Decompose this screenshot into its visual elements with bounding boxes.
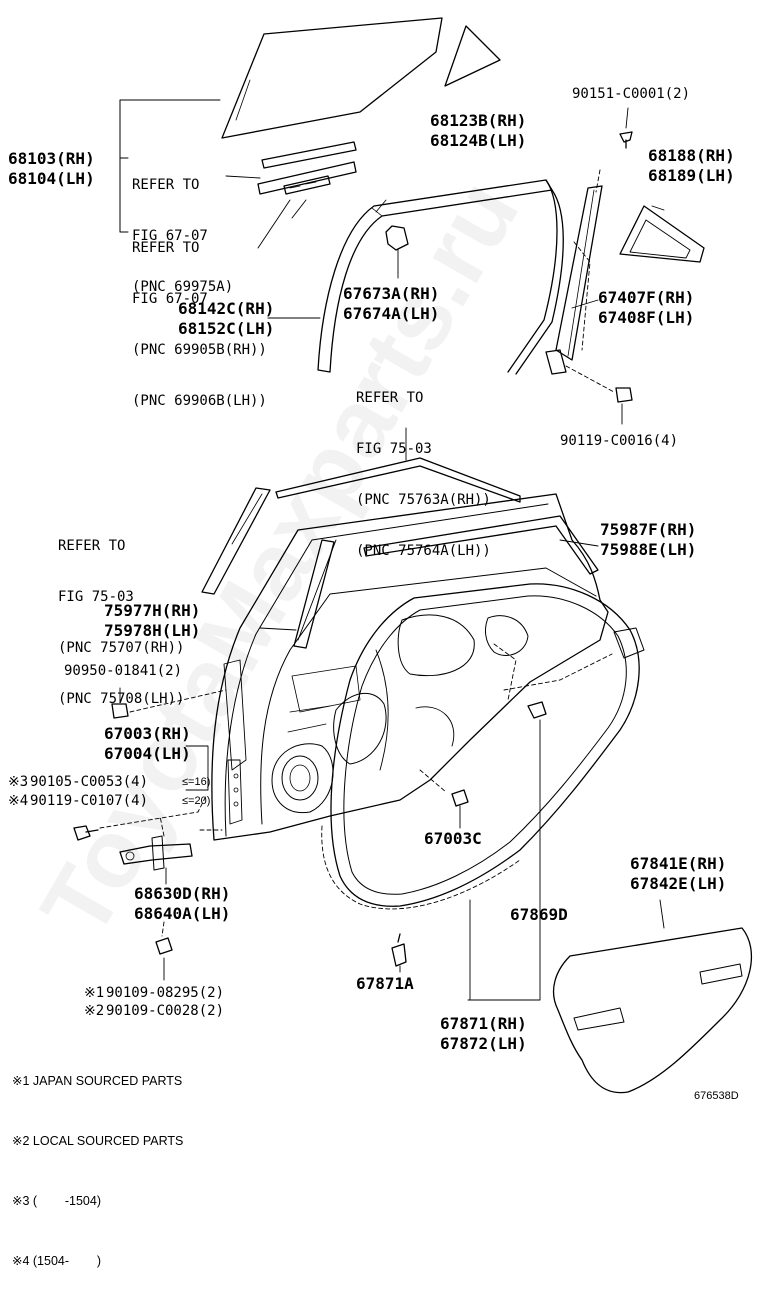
clip-67871a xyxy=(391,933,407,967)
refer-line: REFER TO xyxy=(58,538,126,554)
mark-3: ※3 xyxy=(8,774,29,790)
label-90109-c0028: 90109-C0028(2) xyxy=(106,1003,225,1019)
label-67003: 67003(RH) xyxy=(104,724,191,743)
door-parts-diagram xyxy=(73,17,753,1094)
label-67871a: 67871A xyxy=(356,974,414,993)
note-before-1504: ※3 ( -1504) xyxy=(12,1194,101,1208)
label-68640a: 68640A(LH) xyxy=(134,904,231,923)
nut-90950 xyxy=(111,703,129,719)
clip-67003c xyxy=(451,789,469,807)
label-67841e: 67841E(RH) xyxy=(630,854,727,873)
mark-1: ※1 xyxy=(84,985,105,1001)
refer-line: FIG 75-03 xyxy=(356,441,432,457)
refer-line: (PNC 75708(LH)) xyxy=(58,691,185,707)
label-67842e: 67842E(LH) xyxy=(630,874,727,893)
door-weatherstrip xyxy=(330,583,640,907)
bolt-90119-c0016 xyxy=(615,387,633,403)
refer-block-69975a: REFER TO FIG 67-07 (PNC 69975A) xyxy=(132,143,233,313)
label-67408f: 67408F(LH) xyxy=(598,308,695,327)
service-hole-cover xyxy=(553,927,753,1094)
label-75977h: 75977H(RH) xyxy=(104,601,201,620)
label-75988e: 75988E(LH) xyxy=(600,540,697,559)
door-check xyxy=(119,843,193,865)
door-panel xyxy=(211,493,609,841)
refer-line: REFER TO xyxy=(356,390,424,406)
refer-line: (PNC 75764A(LH)) xyxy=(356,543,491,559)
label-68124b: 68124B(LH) xyxy=(430,131,527,150)
label-67869d: 67869D xyxy=(510,905,568,924)
refer-line: FIG 75-03 xyxy=(58,589,134,605)
mark-4: ※4 xyxy=(8,793,29,809)
refer-line: FIG 67-07 xyxy=(132,291,208,307)
torque-16: ≤=16) xyxy=(182,776,211,788)
belt-weatherstrip xyxy=(283,175,331,195)
label-75987f: 75987F(RH) xyxy=(600,520,697,539)
belt-moulding-inner xyxy=(257,161,357,195)
refer-block-69905b: REFER TO FIG 67-07 (PNC 69905B(RH)) (PNC… xyxy=(132,206,267,427)
notes-list: ※1 JAPAN SOURCED PARTS ※2 LOCAL SOURCED … xyxy=(12,1031,183,1291)
label-67673a: 67673A(RH) xyxy=(343,284,440,303)
division-bar xyxy=(555,185,603,361)
refer-line: (PNC 69906B(LH)) xyxy=(132,393,267,409)
label-68189: 68189(LH) xyxy=(648,166,735,185)
refer-line: (PNC 75763A(RH)) xyxy=(356,492,491,508)
label-67871: 67871(RH) xyxy=(440,1014,527,1033)
label-68142c: 68142C(RH) xyxy=(178,299,275,318)
label-68104: 68104(LH) xyxy=(8,169,95,188)
door-glass xyxy=(221,17,443,139)
label-68123b: 68123B(RH) xyxy=(430,111,527,130)
quarter-window-seal xyxy=(619,205,705,263)
door-pillar xyxy=(293,539,335,649)
refer-line: REFER TO xyxy=(132,177,200,193)
label-90950: 90950-01841(2) xyxy=(64,663,183,679)
quarter-glass xyxy=(444,25,501,87)
label-67003c: 67003C xyxy=(424,829,482,848)
note-japan: ※1 JAPAN SOURCED PARTS xyxy=(12,1074,183,1088)
bolt-90109 xyxy=(155,937,173,955)
label-75978h: 75978H(LH) xyxy=(104,621,201,640)
label-68630d: 68630D(RH) xyxy=(134,884,231,903)
label-90119-c0107: 90119-C0107(4) xyxy=(30,793,149,809)
label-90105: 90105-C0053(4) xyxy=(30,774,149,790)
label-68103: 68103(RH) xyxy=(8,149,95,168)
note-after-1504: ※4 (1504- ) xyxy=(12,1254,101,1268)
refer-block-75763a: REFER TO FIG 75-03 (PNC 75763A(RH)) (PNC… xyxy=(356,356,491,577)
upper-weatherstrip xyxy=(363,515,599,575)
refer-line: REFER TO xyxy=(132,240,200,256)
label-90151: 90151-C0001(2) xyxy=(572,86,691,102)
label-67674a: 67674A(LH) xyxy=(343,304,440,323)
label-67407f: 67407F(RH) xyxy=(598,288,695,307)
label-90109: 90109-08295(2) xyxy=(106,985,225,1001)
mark-2: ※2 xyxy=(84,1003,105,1019)
label-67872: 67872(LH) xyxy=(440,1034,527,1053)
window-frame-channel xyxy=(317,179,553,373)
refer-line: (PNC 69905B(RH)) xyxy=(132,342,267,358)
label-67004: 67004(LH) xyxy=(104,744,191,763)
bolt-90119-c0107 xyxy=(73,825,99,841)
refer-line: (PNC 75707(RH)) xyxy=(58,640,185,656)
belt-moulding-outer xyxy=(261,141,357,169)
label-90119-c0016: 90119-C0016(4) xyxy=(560,433,679,449)
refer-line: (PNC 69975A) xyxy=(132,279,234,295)
outer-pillar-garnish xyxy=(201,487,271,595)
refer-line: FIG 67-07 xyxy=(132,228,208,244)
roof-weatherstrip xyxy=(275,457,521,503)
figure-code: 676538D xyxy=(694,1090,739,1102)
label-68188: 68188(RH) xyxy=(648,146,735,165)
refer-block-75707: REFER TO FIG 75-03 (PNC 75707(RH)) (PNC … xyxy=(58,504,184,725)
glass-clip xyxy=(385,225,409,251)
clip-67869d xyxy=(527,701,547,719)
screw-90151 xyxy=(619,131,633,149)
label-68152c: 68152C(LH) xyxy=(178,319,275,338)
note-local: ※2 LOCAL SOURCED PARTS xyxy=(12,1134,184,1148)
torque-20: ≤=20) xyxy=(182,795,211,807)
